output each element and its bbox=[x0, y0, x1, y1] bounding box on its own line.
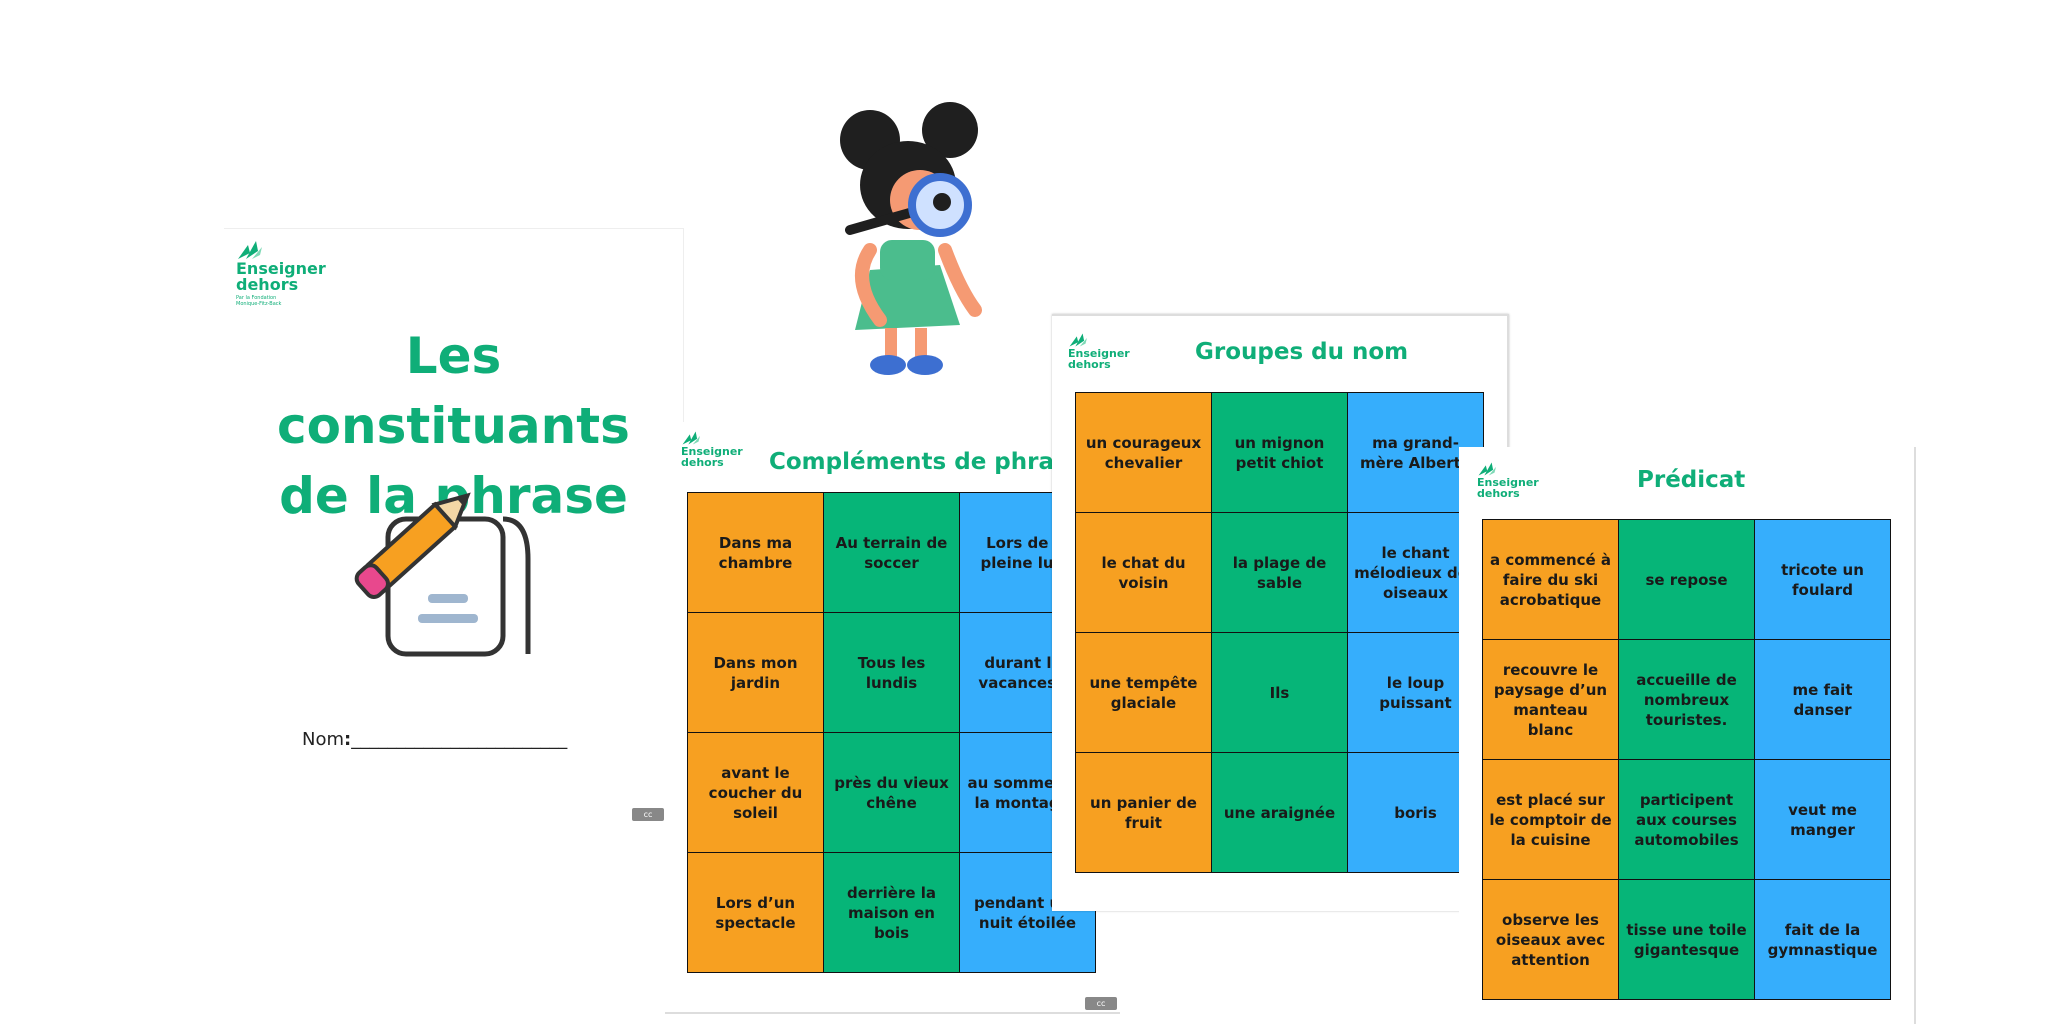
leaf-logo-icon bbox=[1069, 333, 1087, 347]
brand-name-line2: dehors bbox=[1068, 358, 1111, 371]
card[interactable]: se repose bbox=[1619, 520, 1755, 640]
card[interactable]: le chat du voisin bbox=[1076, 513, 1212, 633]
sheet-title: Prédicat bbox=[1637, 467, 1746, 493]
brand-name-line1: Enseigner bbox=[1477, 476, 1539, 489]
card[interactable]: observe les oiseaux avec attention bbox=[1483, 880, 1619, 1000]
card[interactable]: Lors d’un spectacle bbox=[688, 853, 824, 973]
card[interactable]: fait de la gymnastique bbox=[1755, 880, 1891, 1000]
brand-logo: Enseigner dehors Par la Fondation Moniqu… bbox=[236, 239, 326, 307]
card[interactable]: veut me manger bbox=[1755, 760, 1891, 880]
leaf-logo-icon bbox=[682, 431, 700, 445]
sheet-predicat: Enseigner dehors Prédicat a commencé à f… bbox=[1459, 447, 1916, 1024]
card[interactable]: a commencé à faire du ski acrobatique bbox=[1483, 520, 1619, 640]
creative-commons-icon: cc bbox=[1085, 997, 1117, 1010]
name-line: ________________________ bbox=[351, 729, 568, 750]
brand-name-line1: Enseigner bbox=[236, 259, 326, 278]
card[interactable]: Au terrain de soccer bbox=[824, 493, 960, 613]
cover-title-line1: Les constituants bbox=[277, 327, 630, 455]
card[interactable]: près du vieux chêne bbox=[824, 733, 960, 853]
brand-name-line1: Enseigner bbox=[1068, 347, 1130, 360]
name-colon: : bbox=[344, 729, 352, 750]
pencil-paper-icon bbox=[354, 492, 531, 657]
card[interactable]: Tous les lundis bbox=[824, 613, 960, 733]
card[interactable]: une araignée bbox=[1212, 753, 1348, 873]
cover-title: Les constituants de la phrase bbox=[224, 321, 683, 531]
card[interactable]: me fait danser bbox=[1755, 640, 1891, 760]
card[interactable]: recouvre le paysage d’un manteau blanc bbox=[1483, 640, 1619, 760]
card[interactable]: un panier de fruit bbox=[1076, 753, 1212, 873]
brand-name-line2: dehors bbox=[681, 456, 724, 469]
name-label: Nom bbox=[302, 729, 345, 750]
card[interactable]: un courageux chevalier bbox=[1076, 393, 1212, 513]
leaf-logo-icon bbox=[238, 241, 262, 259]
brand-name-line2: dehors bbox=[236, 275, 299, 294]
brand-tagline: Par la Fondation Monique-Fitz-Back bbox=[236, 295, 282, 307]
card[interactable]: Dans ma chambre bbox=[688, 493, 824, 613]
brand-name-line1: Enseigner bbox=[681, 445, 743, 458]
card-grid: un courageux chevalier un mignon petit c… bbox=[1075, 392, 1484, 873]
cover-page: Enseigner dehors Par la Fondation Moniqu… bbox=[224, 228, 684, 849]
card[interactable]: accueille de nombreux touristes. bbox=[1619, 640, 1755, 760]
card[interactable]: un mignon petit chiot bbox=[1212, 393, 1348, 513]
card[interactable]: Ils bbox=[1212, 633, 1348, 753]
card[interactable]: tisse une toile gigantesque bbox=[1619, 880, 1755, 1000]
card-grid: a commencé à faire du ski acrobatique se… bbox=[1482, 519, 1891, 1000]
card[interactable]: tricote un foulard bbox=[1755, 520, 1891, 640]
card[interactable]: est placé sur le comptoir de la cuisine bbox=[1483, 760, 1619, 880]
creative-commons-icon: cc bbox=[632, 808, 664, 821]
leaf-logo-icon bbox=[1478, 462, 1496, 476]
card[interactable]: avant le coucher du soleil bbox=[688, 733, 824, 853]
card[interactable]: participent aux courses automobiles bbox=[1619, 760, 1755, 880]
girl-with-magnifying-glass-icon bbox=[840, 102, 982, 375]
sheet-title: Compléments de phrase bbox=[769, 449, 1084, 475]
brand-logo: Enseigner dehors bbox=[1068, 332, 1130, 370]
brand-logo: Enseigner dehors bbox=[681, 430, 743, 468]
sheet-title: Groupes du nom bbox=[1195, 339, 1409, 365]
card-grid: Dans ma chambre Au terrain de soccer Lor… bbox=[687, 492, 1096, 973]
sheet-groupes-du-nom: Enseigner dehors Groupes du nom un coura… bbox=[1052, 314, 1509, 911]
card[interactable]: Dans mon jardin bbox=[688, 613, 824, 733]
card[interactable]: la plage de sable bbox=[1212, 513, 1348, 633]
sheet-complements: Enseigner dehors Compléments de phrase D… bbox=[665, 422, 1120, 1014]
brand-name-line2: dehors bbox=[1477, 487, 1520, 500]
name-field[interactable]: Nom:________________________ bbox=[302, 729, 567, 750]
brand-logo: Enseigner dehors bbox=[1477, 461, 1539, 499]
card[interactable]: derrière la maison en bois bbox=[824, 853, 960, 973]
card[interactable]: une tempête glaciale bbox=[1076, 633, 1212, 753]
